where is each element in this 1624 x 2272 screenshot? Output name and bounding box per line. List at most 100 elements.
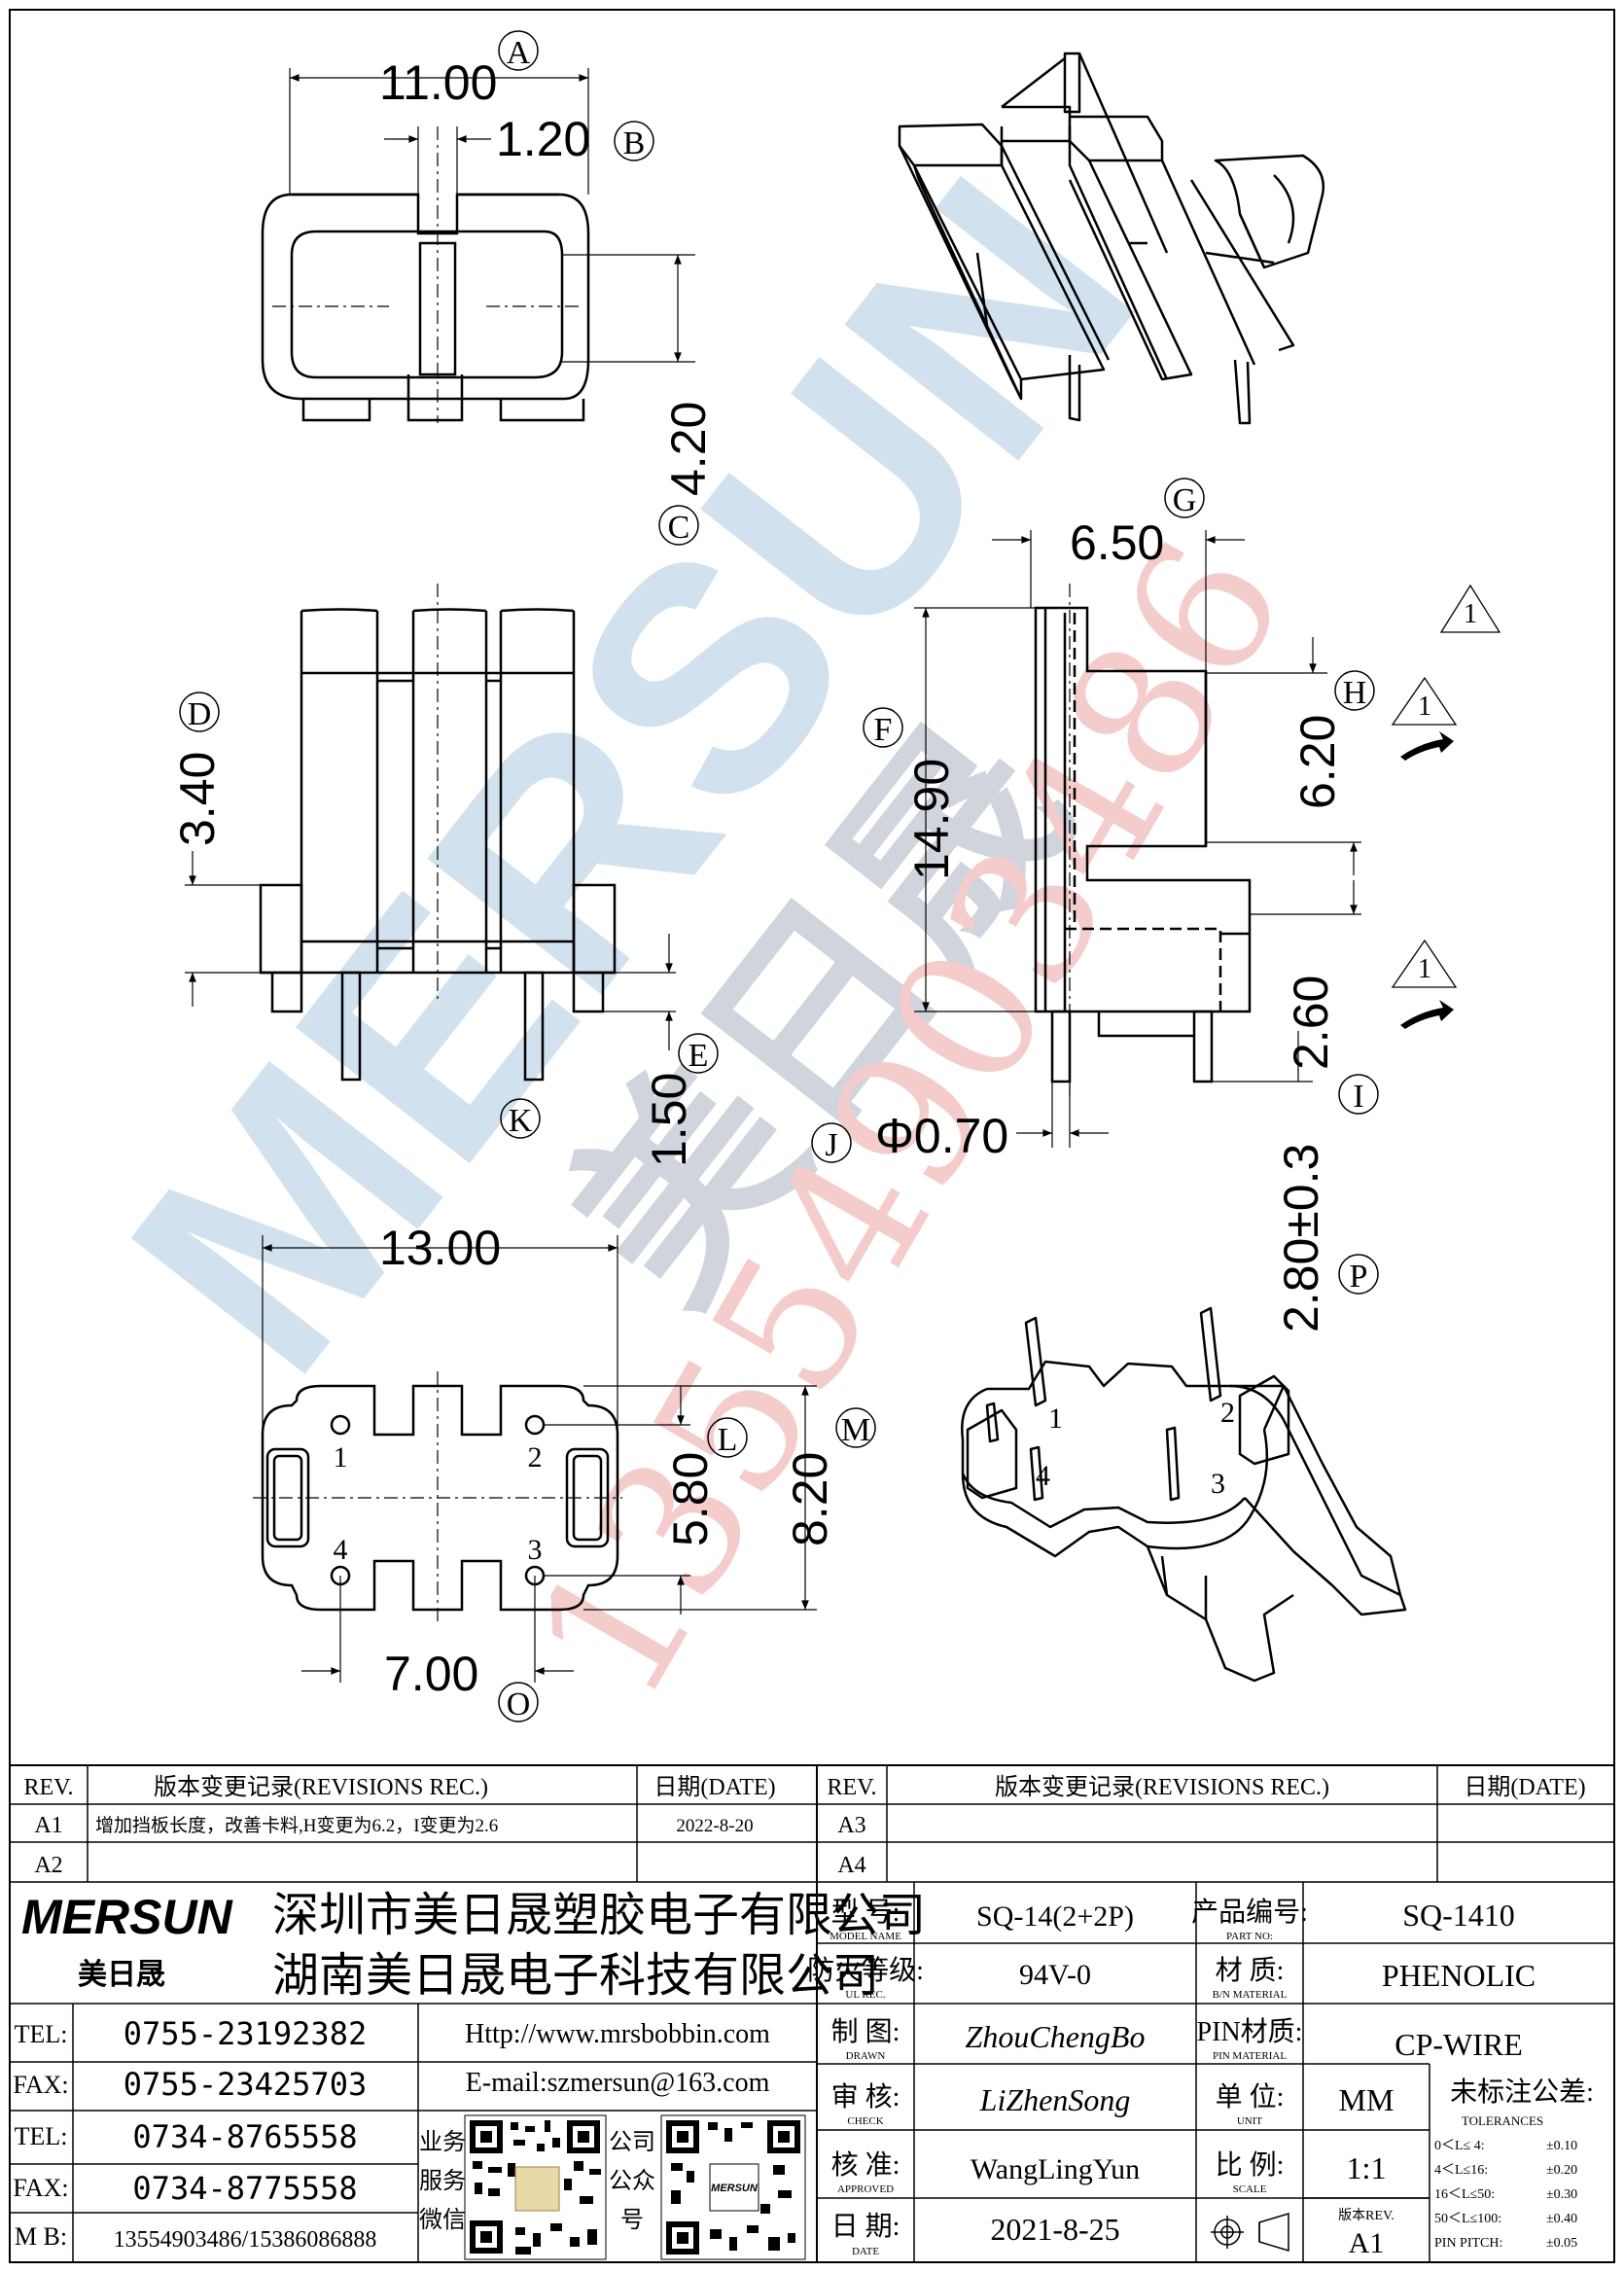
rev-right-row-rev: A3 xyxy=(837,1813,865,1838)
rev-left-row-rev: A1 xyxy=(34,1813,62,1838)
company-name-2: 湖南美日晟电子科技有限公司 xyxy=(272,1948,879,2003)
sheet-border xyxy=(9,9,1615,2263)
rev-triangle-label: 1 xyxy=(1418,954,1431,984)
tolerance-value: ±0.20 xyxy=(1546,2163,1577,2178)
dim-C-value: 4.20 xyxy=(661,402,716,496)
contact-value: 0734-8765558 xyxy=(132,2118,357,2155)
qr-label: 微信 xyxy=(419,2207,466,2233)
dim-A xyxy=(289,68,589,195)
dim-M-tag: M xyxy=(841,1412,870,1448)
model-value: SQ-14(2+2P) xyxy=(976,1900,1134,1933)
dim-B xyxy=(384,126,491,195)
date-label: 日 期: xyxy=(831,2212,900,2242)
qr-logo-text: MERSUN xyxy=(711,2183,759,2194)
dim-E-value: 1.50 xyxy=(642,1073,696,1167)
dim-L xyxy=(545,1386,690,1615)
pin-material-label: PIN材质: xyxy=(1197,2016,1303,2047)
dim-H xyxy=(1206,637,1361,875)
scale-label: 比 例: xyxy=(1216,2149,1285,2181)
dim-F-tag: F xyxy=(874,712,893,748)
dim-A-tag: A xyxy=(507,35,531,71)
front-view xyxy=(259,584,617,1082)
material-label-en: B/N MATERIAL xyxy=(1213,1989,1288,2001)
version-label: 版本REV. xyxy=(1338,2208,1395,2223)
dim-H-tag: H xyxy=(1343,675,1367,711)
contact-label: M B: xyxy=(15,2222,67,2251)
part-value: SQ-1410 xyxy=(1402,1898,1515,1933)
drawn-value: ZhouChengBo xyxy=(966,2019,1146,2054)
qr-label: 业务 xyxy=(419,2129,466,2155)
dim-M-value: 8.20 xyxy=(783,1452,837,1546)
company-logo: MERSUN xyxy=(21,1890,233,1944)
tolerance-label: 未标注公差: xyxy=(1450,2077,1594,2108)
dim-I-tag: I xyxy=(1353,1079,1363,1115)
part-label-en: PART NO: xyxy=(1226,1931,1273,1942)
pin-3-label: 3 xyxy=(528,1534,543,1566)
check-value: LiZhenSong xyxy=(979,2082,1131,2117)
contact-label: FAX: xyxy=(13,2071,68,2099)
iso-pin-4-label: 4 xyxy=(1036,1460,1050,1492)
dim-D-tag: D xyxy=(188,696,212,732)
contact-label: TEL: xyxy=(15,2020,68,2048)
dim-L-tag: L xyxy=(718,1422,738,1458)
tolerance-range: 0＜L≤ 4: xyxy=(1434,2139,1485,2153)
projection-symbol-icon xyxy=(1211,2212,1289,2253)
dim-O xyxy=(301,1576,574,1683)
ul-label: 防火等级: xyxy=(807,1955,924,1986)
qr-code-wechat xyxy=(464,2114,607,2260)
dim-M xyxy=(583,1385,817,1611)
dim-H-value: 6.20 xyxy=(1290,715,1345,809)
tolerance-value: ±0.40 xyxy=(1546,2212,1577,2226)
rev-right-header-rec: 版本变更记录(REVISIONS REC.) xyxy=(995,1774,1329,1800)
iso-pin-2-label: 2 xyxy=(1220,1397,1235,1429)
dim-O-value: 7.00 xyxy=(384,1647,478,1701)
ul-label-en: UL REC. xyxy=(845,1989,885,2001)
dim-G xyxy=(992,530,1245,671)
tolerance-range: 50＜L≤100: xyxy=(1434,2212,1501,2226)
scale-value: 1:1 xyxy=(1347,2150,1387,2185)
rev-triangle-label: 1 xyxy=(1418,692,1431,722)
dim-J xyxy=(1016,1082,1109,1148)
rev-arrow-icon xyxy=(1400,731,1454,761)
top-view xyxy=(261,126,590,423)
iso-view-bottom xyxy=(961,1306,1407,1683)
dim-F-value: 14.90 xyxy=(904,759,959,880)
approved-label-en: APPROVED xyxy=(837,2183,894,2195)
contact-label: FAX: xyxy=(13,2174,68,2202)
iso-pin-3-label: 3 xyxy=(1211,1468,1225,1500)
unit-value: MM xyxy=(1339,2082,1395,2117)
dim-G-tag: G xyxy=(1173,482,1197,518)
version-value: A1 xyxy=(1349,2227,1385,2259)
dim-A-value: 11.00 xyxy=(379,55,497,110)
dim-C-tag: C xyxy=(668,510,690,546)
dim-C xyxy=(562,254,695,363)
rev-left-header-rev: REV. xyxy=(24,1775,74,1800)
tolerance-range: 16＜L≤50: xyxy=(1434,2187,1495,2202)
contact-value: 0755-23425703 xyxy=(124,2066,367,2103)
dim-J-tag: J xyxy=(825,1127,837,1163)
dim-D xyxy=(185,851,261,1007)
rev-triangle-label: 1 xyxy=(1464,599,1477,629)
part-label: 产品编号: xyxy=(1191,1897,1308,1928)
iso-pin-1-label: 1 xyxy=(1048,1402,1063,1435)
bottom-view xyxy=(253,1371,622,1624)
pin-4-label: 4 xyxy=(334,1534,348,1566)
dim-K xyxy=(262,1235,618,1435)
unit-label: 单 位: xyxy=(1216,2081,1285,2112)
dim-I-value: 2.60 xyxy=(1284,976,1338,1070)
ul-value: 94V-0 xyxy=(1019,1959,1091,1991)
check-label-en: CHECK xyxy=(847,2115,883,2127)
dim-F xyxy=(914,607,1036,1012)
tolerance-range: PIN PITCH: xyxy=(1434,2236,1502,2251)
check-label: 审 核: xyxy=(831,2081,900,2112)
email-link[interactable]: E-mail:szmersun@163.com xyxy=(466,2068,770,2098)
website-link[interactable]: Http://www.mrsbobbin.com xyxy=(465,2019,770,2049)
contact-value: 0755-23192382 xyxy=(124,2015,367,2052)
approved-value: WangLingYun xyxy=(971,2153,1140,2185)
qr-label: 服务 xyxy=(419,2168,466,2194)
date-value: 2021-8-25 xyxy=(990,2212,1119,2247)
tolerance-value: ±0.05 xyxy=(1546,2236,1577,2251)
dim-K-tag: K xyxy=(509,1103,533,1139)
